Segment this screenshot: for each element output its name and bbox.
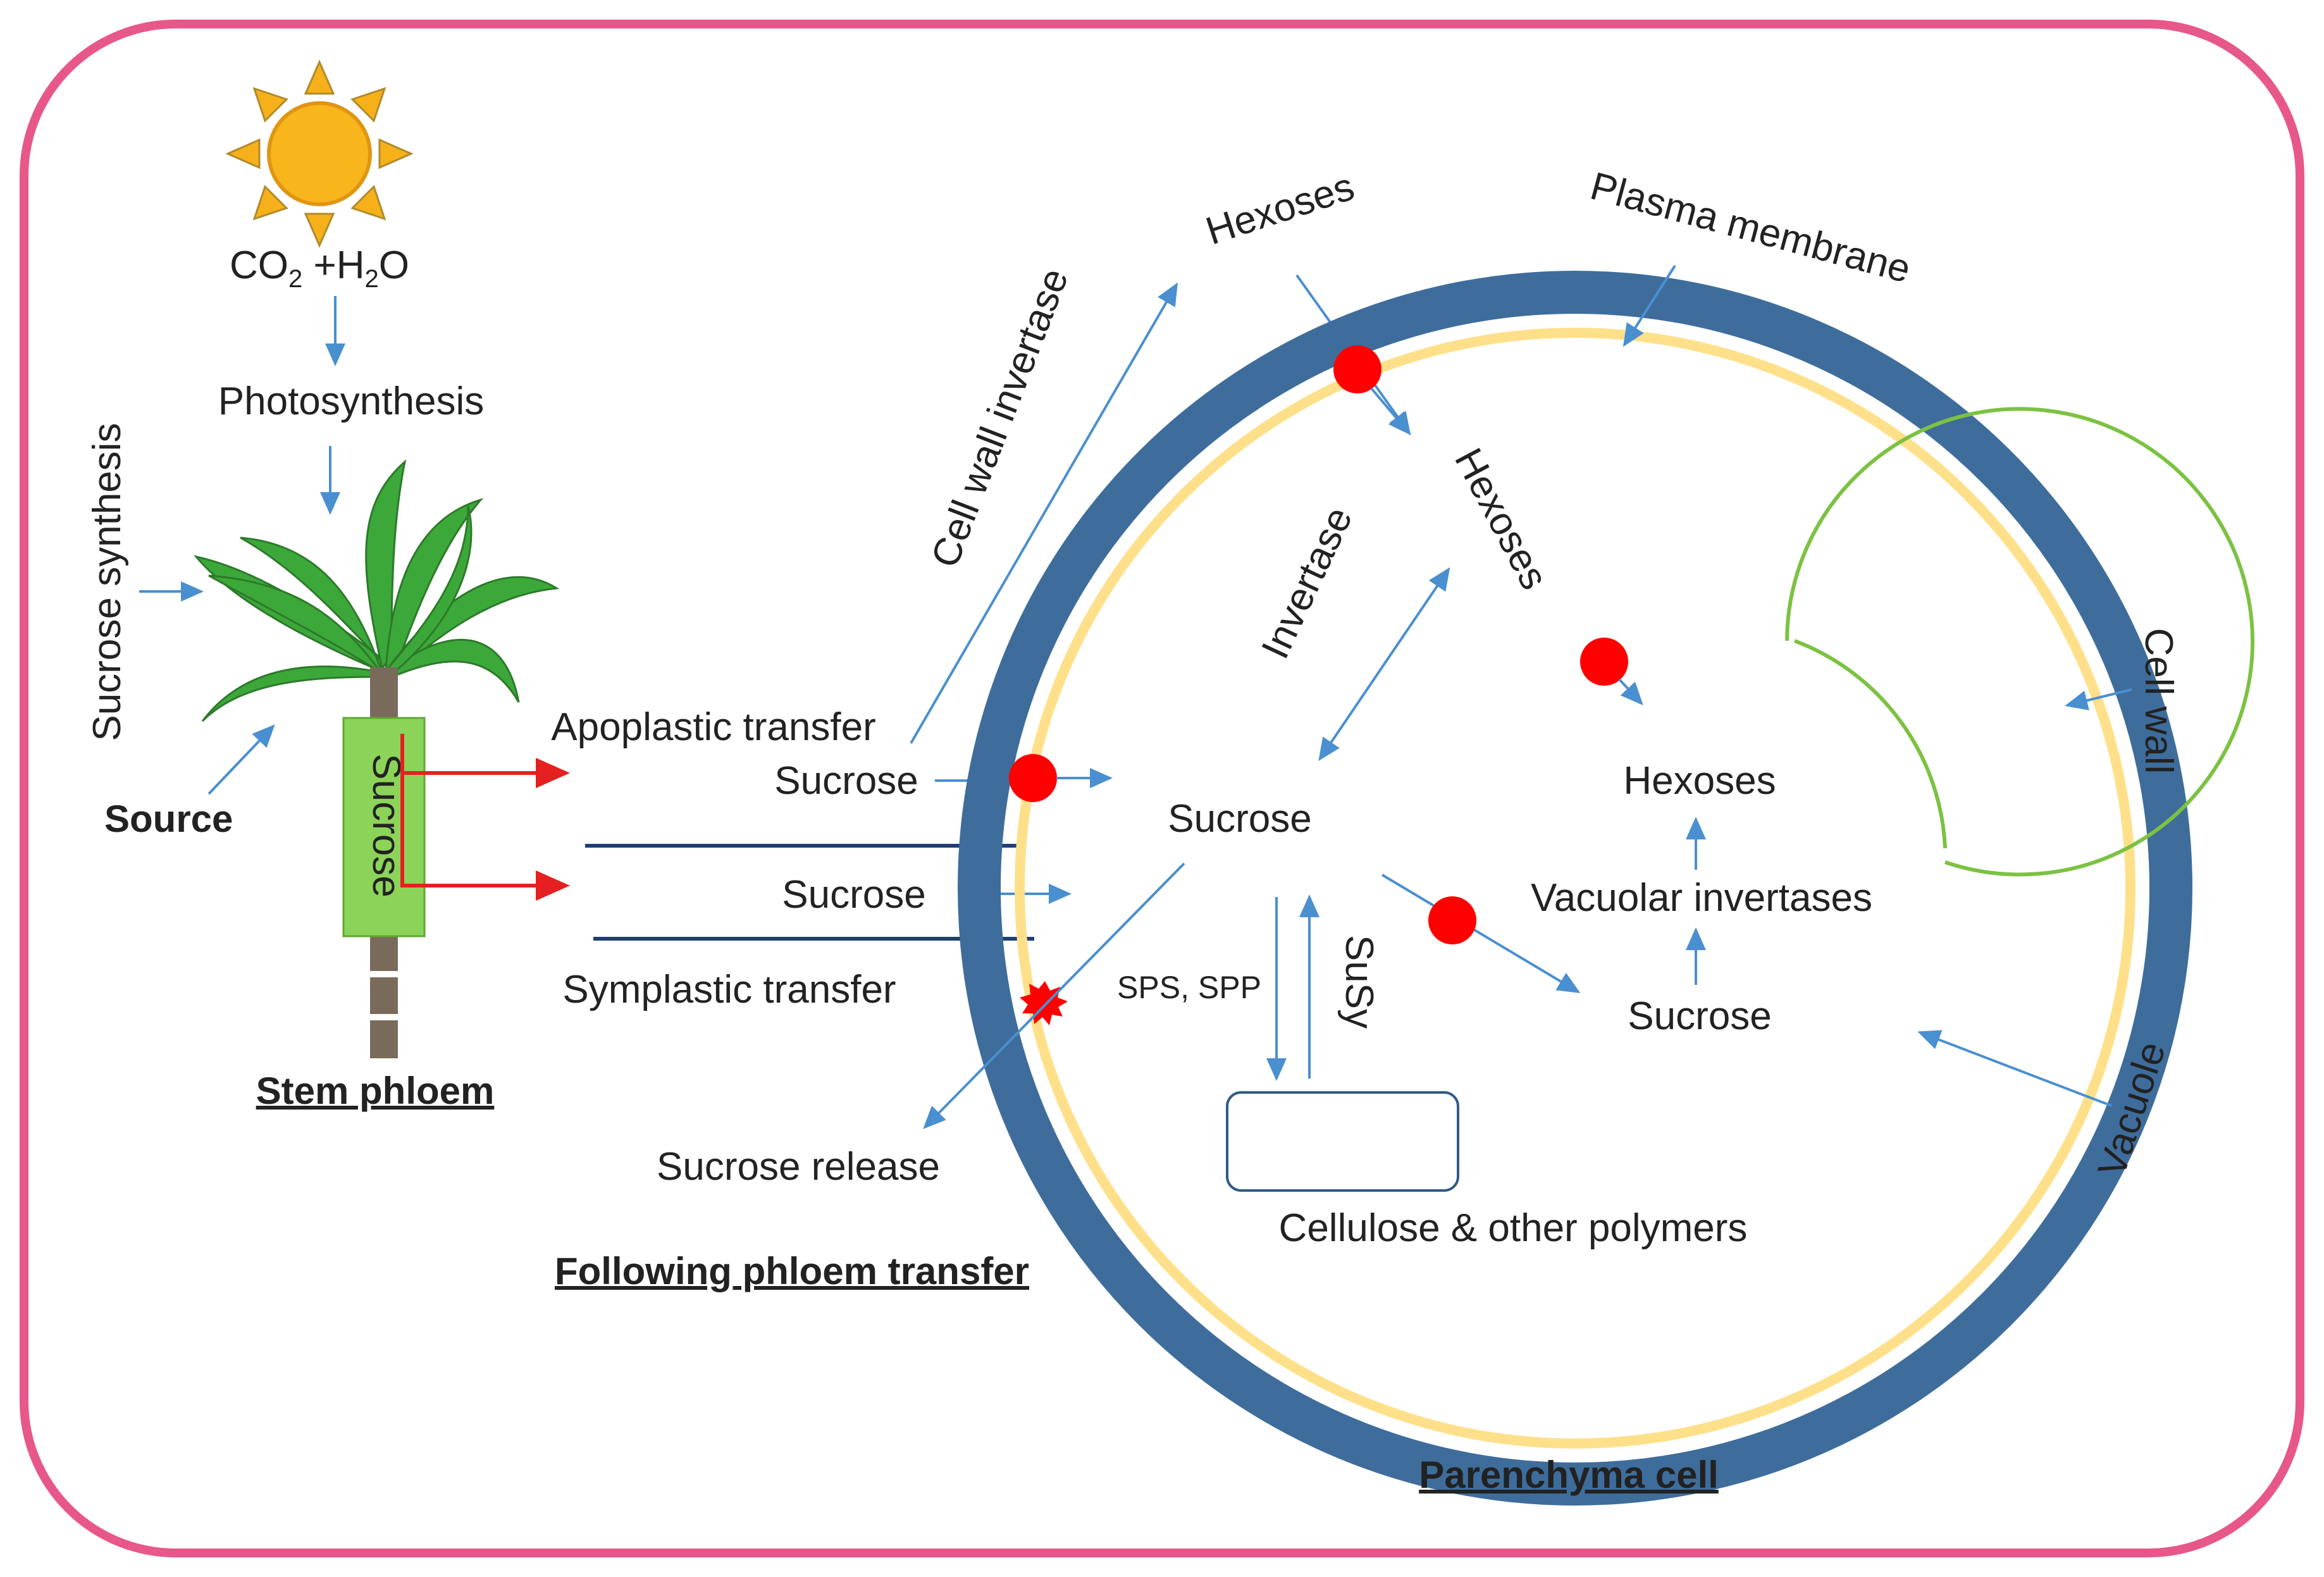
sugarcane-plant-icon [194, 459, 560, 1058]
cellulose-label: Cellulose & other polymers [1279, 1206, 1748, 1250]
sucrose-synthesis-label: Sucrose synthesis [85, 423, 129, 741]
co2-h2o-label: CO2 +H2O [230, 244, 409, 293]
invertase-double-arrow [1318, 567, 1450, 762]
sucrose-into-vacuole-arrow [1381, 874, 1581, 994]
diagram-frame [20, 20, 2304, 1557]
sucrose-cytosol-label: Sucrose [1168, 797, 1311, 841]
susy-label: SuSy [1337, 935, 1381, 1029]
cell-wall-invertase-arrow [910, 282, 1178, 745]
starburst-icon [1020, 981, 1068, 1025]
source-arrow [207, 724, 275, 795]
cell-wall-label: Cell wall [2137, 628, 2180, 774]
stem-sucrose-box [342, 717, 426, 937]
sps-spp-label: SPS, SPP [1117, 970, 1261, 1005]
sucrose-phloem-label: Sucrose [782, 873, 925, 917]
polymer-box [1226, 1091, 1459, 1192]
hexoses-vacuole-label: Hexoses [1623, 759, 1776, 803]
vacuole-arrow [1917, 1030, 2112, 1107]
transporter-dot-icon [1009, 754, 1057, 802]
transporter-dot-icon [1428, 896, 1476, 944]
apoplastic-transfer-label: Apoplastic transfer [551, 705, 875, 749]
photosynthesis-label: Photosynthesis [218, 380, 484, 423]
cell-wall-ring [958, 271, 2192, 1506]
transporter-dot-icon [1333, 345, 1381, 393]
plasma-membrane-ring [1015, 328, 2135, 1449]
sucrose-apoplastic-label: Sucrose [774, 759, 918, 803]
transporter-dot-icon [1580, 638, 1628, 686]
hexoses-inner-arrow [1370, 387, 1411, 436]
sucrose-vacuole-label: Sucrose [1628, 994, 1771, 1038]
stem-phloem-label: Stem phloem [256, 1070, 495, 1112]
vacuole-membrane [1793, 639, 1947, 849]
following-phloem-transfer-label: Following phloem transfer [555, 1250, 1029, 1292]
symplastic-transfer-label: Symplastic transfer [562, 968, 896, 1011]
source-label: Source [104, 798, 233, 840]
red-arrow-lower [400, 773, 570, 901]
parenchyma-cell-label: Parenchyma cell [1419, 1454, 1719, 1496]
sucrose-release-label: Sucrose release [657, 1145, 940, 1189]
cell-wall-arrow [2065, 688, 2132, 710]
hexoses-into-vacuole-arrow [1618, 678, 1643, 705]
sucrose-release-arrow [923, 862, 1185, 1129]
vacuolar-invertases-label: Vacuolar invertases [1531, 876, 1872, 920]
sun-icon [225, 59, 414, 248]
plasma-membrane-arrow [1622, 264, 1676, 347]
vacuole-membrane [1785, 407, 2254, 877]
